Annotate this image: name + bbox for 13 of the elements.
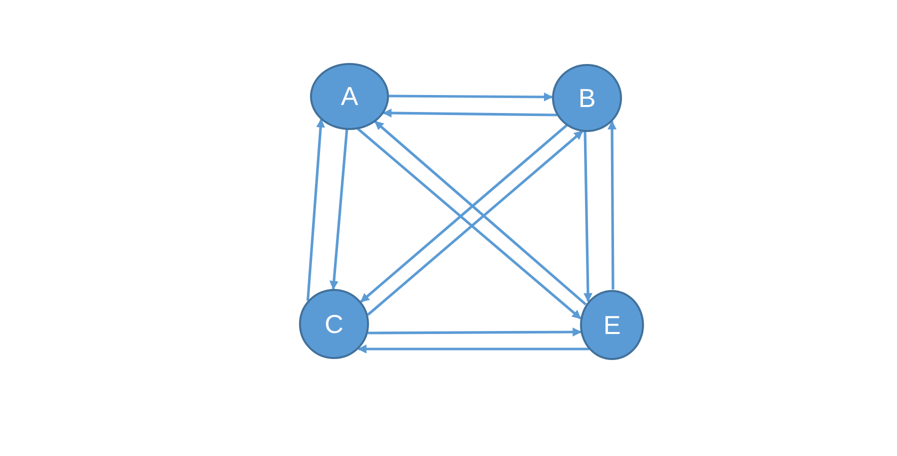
arrow bbox=[389, 92, 553, 102]
arrow bbox=[583, 131, 592, 302]
arrow bbox=[329, 129, 348, 290]
arrow bbox=[608, 120, 617, 290]
node-label: B bbox=[578, 84, 596, 110]
arrow bbox=[358, 344, 590, 354]
node-label: A bbox=[340, 83, 358, 109]
arrow bbox=[306, 118, 326, 301]
node-label: E bbox=[603, 312, 621, 338]
arrow bbox=[382, 108, 558, 118]
arrow bbox=[360, 124, 568, 303]
node-label: C bbox=[324, 311, 344, 337]
arrow bbox=[368, 328, 582, 337]
